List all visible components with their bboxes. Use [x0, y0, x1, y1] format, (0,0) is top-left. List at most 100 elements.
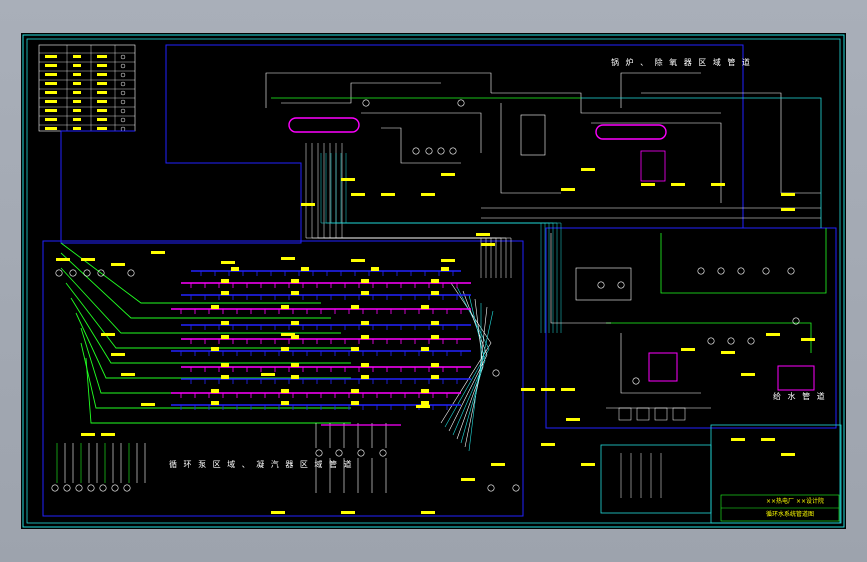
legend-text-mark — [97, 82, 107, 85]
return-pipe — [460, 303, 482, 444]
heat-exchanger — [640, 150, 666, 182]
pipe-label — [541, 388, 555, 391]
filter-unit — [636, 407, 650, 421]
feeder-pipe — [85, 357, 351, 424]
filter-unit — [618, 407, 632, 421]
pump-symbol — [487, 484, 495, 492]
pipe-tag — [291, 335, 299, 339]
drawing-canvas[interactable]: 锅 炉 、 除 氧 器 区 域 管 道 循 环 泵 区 域 、 凝 汽 器 区 … — [21, 33, 846, 529]
pipe-label — [761, 438, 775, 441]
pipe-tag — [211, 305, 219, 309]
piping-diagram: 锅 炉 、 除 氧 器 区 域 管 道 循 环 泵 区 域 、 凝 汽 器 区 … — [22, 34, 845, 528]
pipe-label — [671, 183, 685, 186]
boiler-pipe — [361, 112, 482, 153]
pipe-tag — [291, 321, 299, 325]
pipe-tag — [291, 375, 299, 379]
pipe-label — [711, 183, 725, 186]
pipe-label — [101, 433, 115, 436]
feeder-pipe — [70, 297, 351, 364]
legend-symbol — [120, 108, 126, 114]
pipe-tag — [361, 375, 369, 379]
section-title-circulation: 循 环 泵 区 域 、 凝 汽 器 区 域 管 道 — [169, 459, 354, 469]
pipe-label — [221, 261, 235, 264]
pipe-tag — [221, 363, 229, 367]
pump-symbol — [75, 484, 83, 492]
steam-line — [341, 143, 512, 278]
pump-symbol — [617, 281, 625, 289]
pump-symbol — [123, 484, 131, 492]
feeder-pipe — [80, 342, 351, 409]
pipe-labels — [56, 168, 815, 514]
legend-text-mark — [45, 109, 57, 112]
legend-symbol — [120, 72, 126, 78]
pipe-label — [731, 438, 745, 441]
area-boundary-circulation — [42, 240, 524, 517]
pipe-label — [521, 388, 535, 391]
pipe-label — [441, 173, 455, 176]
legend-text-mark — [97, 100, 107, 103]
legend-text-mark — [97, 127, 107, 130]
pump-symbol — [97, 269, 105, 277]
legend-symbol — [120, 99, 126, 105]
pipe-label — [416, 405, 430, 408]
pump-symbol — [437, 147, 445, 155]
pipe-tag — [211, 389, 219, 393]
pipe-tag — [351, 389, 359, 393]
pipe-label — [381, 193, 395, 196]
boiler-pipe — [620, 72, 701, 108]
pipe-label — [81, 258, 95, 261]
pipe-tag — [431, 321, 439, 325]
pipe-tag — [441, 267, 449, 271]
legend-text-mark — [45, 55, 57, 58]
area-sub-box — [600, 444, 712, 514]
boiler-pipe — [381, 127, 461, 164]
pump-station — [575, 267, 632, 301]
pump-symbol — [717, 267, 725, 275]
pump-symbol — [63, 484, 71, 492]
pump-symbol — [597, 281, 605, 289]
pipe-tag — [361, 335, 369, 339]
feed-tank — [777, 365, 815, 391]
pipe-tag — [431, 291, 439, 295]
pump-symbol — [787, 267, 795, 275]
pump-symbol — [111, 484, 119, 492]
pipe-tag — [221, 375, 229, 379]
boiler-pipe — [281, 82, 441, 104]
pipe-tag — [431, 335, 439, 339]
legend-symbol — [120, 63, 126, 69]
section-title-water-supply: 给 水 管 道 — [773, 391, 827, 401]
pump-symbol — [707, 337, 715, 345]
feedwater-pipe — [606, 322, 812, 353]
deaerator — [520, 114, 546, 156]
filter-unit — [654, 407, 668, 421]
pipe-tag — [281, 389, 289, 393]
pipe-tag — [361, 321, 369, 325]
legend-symbol — [120, 54, 126, 60]
pump-symbol — [512, 484, 520, 492]
legend-text-mark — [97, 73, 107, 76]
pipe-tag — [221, 279, 229, 283]
boiler-drum — [288, 117, 360, 133]
legend-text-mark — [45, 100, 57, 103]
boiler-drum — [595, 124, 667, 140]
title-block: ××热电厂 ××设计院 循环水系统管道图 — [720, 494, 840, 522]
pipe-label — [741, 373, 755, 376]
pipe-tag — [211, 347, 219, 351]
legend-text-mark — [45, 73, 57, 76]
pipe-label — [121, 373, 135, 376]
section-title-boiler: 锅 炉 、 除 氧 器 区 域 管 道 — [611, 57, 752, 67]
pipe-tag — [431, 363, 439, 367]
pipe-tag — [231, 267, 239, 271]
pipe-label — [561, 188, 575, 191]
pipe-tag — [421, 389, 429, 393]
pipe-label — [781, 208, 795, 211]
legend-text-mark — [45, 127, 57, 130]
legend-symbol — [120, 81, 126, 87]
pipe-label — [351, 193, 365, 196]
pipe-label — [491, 463, 505, 466]
boiler-pipe-cyan — [581, 97, 822, 228]
pipe-label — [541, 443, 555, 446]
pump-symbol — [379, 449, 387, 457]
pipe-tag — [351, 401, 359, 405]
pipe-label — [261, 373, 275, 376]
